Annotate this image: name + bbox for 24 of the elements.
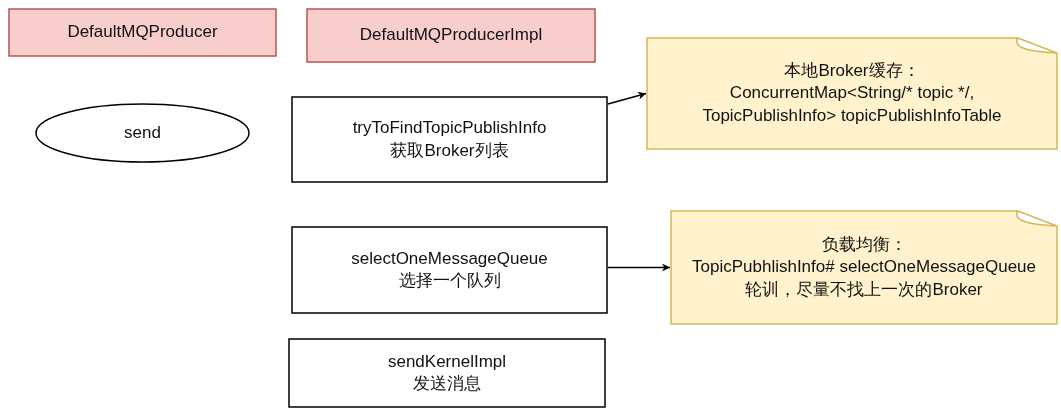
node-subtitle: 获取Broker列表 xyxy=(390,139,509,162)
note-text: TopicPubhlishInfo# selectOneMessageQueue xyxy=(692,256,1036,279)
note-box xyxy=(670,210,1058,325)
arrow xyxy=(607,263,671,272)
method-ellipse xyxy=(35,103,250,163)
node-title: selectOneMessageQueue xyxy=(351,247,548,270)
note-heading: 负载均衡： xyxy=(821,234,907,257)
node-title: DefaultMQProducerImpl xyxy=(359,24,543,47)
node-subtitle: 选择一个队列 xyxy=(398,270,501,292)
process-box xyxy=(288,338,606,408)
note-text: ConcurrentMap<String/* topic */, TopicPublishInfo> topicPublishInfoTable xyxy=(701,82,1003,127)
class-box xyxy=(306,8,596,63)
node-title: DefaultMQProducer xyxy=(67,21,218,44)
node-subtitle: 发送消息 xyxy=(413,373,481,395)
node-title: tryToFindTopicPublishInfo xyxy=(352,117,547,140)
node-title: send xyxy=(124,121,161,144)
process-box xyxy=(291,96,608,183)
note-text: 轮训，尽量不找上一次的Broker xyxy=(745,278,983,301)
node-title: sendKernelImpl xyxy=(387,350,507,373)
class-box xyxy=(8,8,277,57)
arrow xyxy=(607,91,647,105)
note-heading: 本地Broker缓存： xyxy=(784,60,920,83)
note-box xyxy=(646,37,1058,150)
process-box xyxy=(291,226,608,314)
